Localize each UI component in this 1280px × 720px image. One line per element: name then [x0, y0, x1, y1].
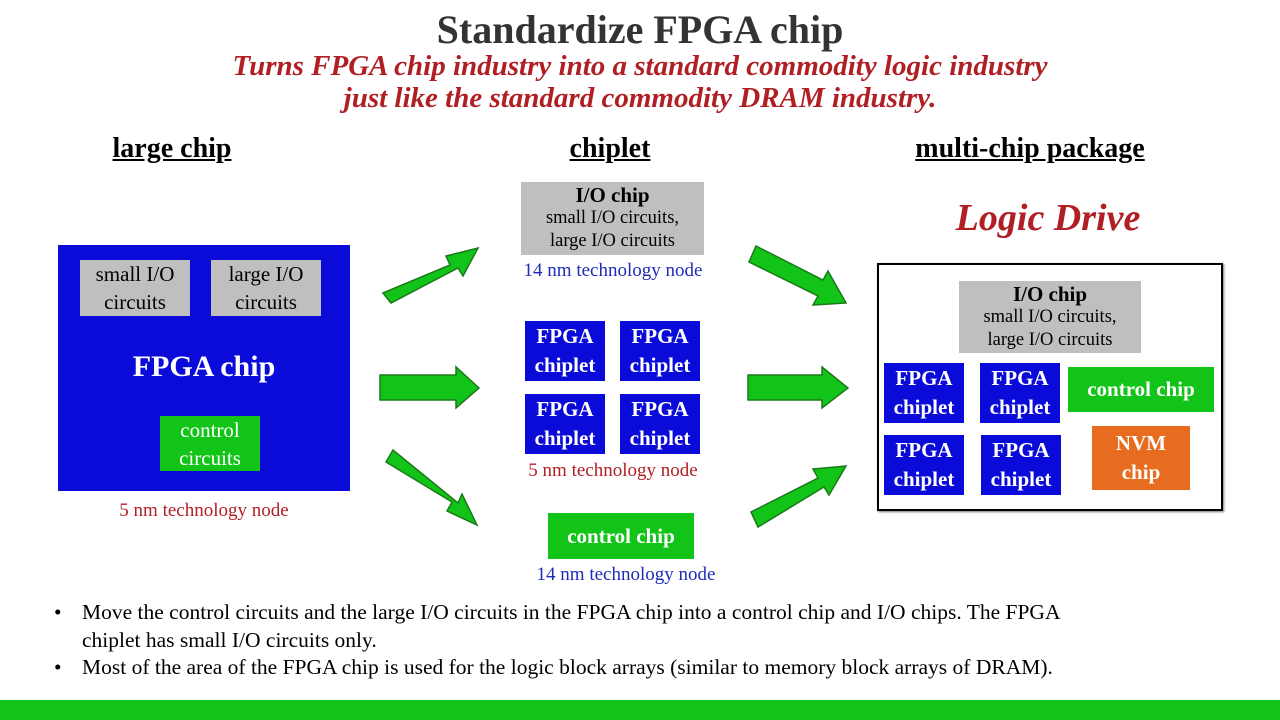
control-chip-block: control chip [548, 513, 694, 559]
bullet-item-1: • Move the control circuits and the larg… [54, 598, 1244, 654]
arrow-up-right-2 [750, 465, 848, 529]
column-heading-chiplet: chiplet [569, 133, 651, 164]
package-fpga-chiplet-2-line-2: chiplet [989, 395, 1051, 419]
arrow-right-2 [747, 365, 850, 410]
package-io-chip-block: I/O chip small I/O circuits, large I/O c… [959, 281, 1141, 353]
package-fpga-chiplet-4-line-2: chiplet [990, 467, 1052, 491]
fpga-chiplet-2-line-1: FPGA [631, 324, 689, 348]
bullet-dot-1: • [54, 600, 62, 624]
small-io-label-line-2: circuits [104, 290, 166, 314]
package-fpga-chiplet-4: FPGA chiplet [981, 435, 1061, 495]
package-fpga-chiplet-3-line-2: chiplet [893, 467, 955, 491]
large-io-label-line-2: circuits [235, 290, 297, 314]
fpga-chiplet-4-line-1: FPGA [631, 397, 689, 421]
package-fpga-chiplet-2: FPGA chiplet [980, 363, 1060, 423]
small-io-label-line-1: small I/O [95, 262, 175, 286]
fpga-chiplet-4-line-2: chiplet [629, 426, 691, 450]
bullet-dot-2: • [54, 655, 62, 679]
control-circuits-label-line-1: control [180, 417, 240, 442]
large-io-label-line-1: large I/O [228, 262, 304, 286]
fpga-chiplet-4: FPGA chiplet [620, 394, 700, 454]
package-fpga-chiplet-1: FPGA chiplet [884, 363, 964, 423]
io-chip-title: I/O chip [575, 183, 650, 207]
package-control-chip-block: control chip [1068, 367, 1214, 412]
subtitle-line-1: Turns FPGA chip industry into a standard… [232, 50, 1048, 82]
bullet-1-line-2: chiplet has small I/O circuits only. [82, 628, 377, 652]
small-io-circuits-block: small I/O circuits [80, 260, 190, 316]
package-fpga-chiplet-1-line-1: FPGA [895, 366, 953, 390]
large-io-circuits-block: large I/O circuits [211, 260, 321, 316]
control-chip-label: control chip [567, 523, 675, 548]
control-chip-technology-node: 14 nm technology node [536, 564, 716, 585]
fpga-chiplet-technology-node: 5 nm technology node [528, 460, 698, 481]
fpga-chiplet-3: FPGA chiplet [525, 394, 605, 454]
bullet-1-line-1: Move the control circuits and the large … [82, 600, 1061, 624]
io-chip-line-2: large I/O circuits [549, 231, 675, 251]
column-heading-multi-chip-package: multi-chip package [915, 133, 1145, 164]
fpga-chiplet-1: FPGA chiplet [525, 321, 605, 381]
io-chip-technology-node: 14 nm technology node [523, 260, 703, 281]
page-title: Standardize FPGA chip [436, 7, 844, 52]
column-heading-large-chip: large chip [112, 133, 232, 164]
nvm-chip-block: NVM chip [1092, 426, 1190, 490]
package-io-chip-line-2: large I/O circuits [987, 329, 1113, 350]
fpga-chiplet-1-line-1: FPGA [536, 324, 594, 348]
package-io-chip-line-1: small I/O circuits, [983, 306, 1117, 327]
package-io-chip-title: I/O chip [1012, 281, 1088, 306]
arrow-up-right-1 [381, 246, 480, 304]
nvm-chip-line-1: NVM [1115, 431, 1167, 455]
io-chip-line-1: small I/O circuits, [545, 208, 680, 228]
fpga-chiplet-2: FPGA chiplet [620, 321, 700, 381]
footer-accent-bar [0, 700, 1280, 720]
io-chip-block: I/O chip small I/O circuits, large I/O c… [521, 182, 704, 255]
fpga-chip-label: FPGA chip [132, 350, 276, 383]
control-circuits-block: control circuits [160, 416, 260, 471]
fpga-chiplet-3-line-1: FPGA [536, 397, 594, 421]
fpga-chiplet-1-line-2: chiplet [534, 353, 596, 377]
bullet-item-2: • Most of the area of the FPGA chip is u… [54, 653, 1244, 681]
logic-drive-label: Logic Drive [955, 197, 1141, 239]
arrow-down-right-1 [384, 448, 479, 527]
package-fpga-chiplet-2-line-1: FPGA [991, 366, 1049, 390]
bullet-2-line-1: Most of the area of the FPGA chip is use… [82, 655, 1053, 679]
subtitle-line-2: just like the standard commodity DRAM in… [343, 82, 937, 114]
package-fpga-chiplet-4-line-1: FPGA [992, 438, 1050, 462]
control-circuits-label-line-2: circuits [179, 445, 241, 470]
arrow-down-right-2 [748, 244, 848, 306]
fpga-chiplet-2-line-2: chiplet [629, 353, 691, 377]
large-chip-technology-node: 5 nm technology node [119, 500, 289, 521]
nvm-chip-line-2: chip [1121, 460, 1161, 484]
package-fpga-chiplet-3: FPGA chiplet [884, 435, 964, 495]
arrow-right-1 [379, 365, 481, 410]
package-fpga-chiplet-3-line-1: FPGA [895, 438, 953, 462]
fpga-chiplet-3-line-2: chiplet [534, 426, 596, 450]
package-fpga-chiplet-1-line-2: chiplet [893, 395, 955, 419]
package-control-chip-label: control chip [1087, 377, 1195, 401]
